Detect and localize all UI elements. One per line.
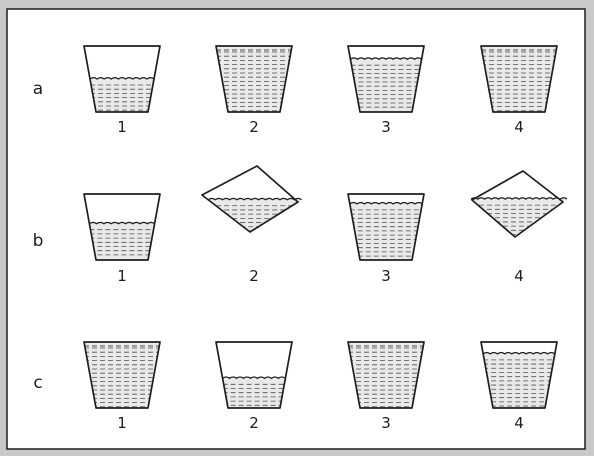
cup-number-b3: 3: [381, 267, 391, 285]
row-label-a: a: [33, 79, 43, 99]
cup-number-b2: 2: [249, 267, 259, 285]
row-label-b: b: [33, 231, 44, 251]
liquid: [223, 378, 286, 408]
cup-number-a2: 2: [249, 118, 259, 136]
cup-number-b4: 4: [514, 267, 524, 285]
cup-number-c2: 2: [249, 414, 259, 432]
cup-number-c1: 1: [117, 414, 127, 432]
liquid: [350, 59, 421, 112]
row-label-c: c: [33, 373, 42, 393]
cup-number-c4: 4: [514, 414, 524, 432]
cup-number-a4: 4: [514, 118, 524, 136]
cup-number-c3: 3: [381, 414, 391, 432]
liquid: [90, 79, 154, 112]
cup-number-a3: 3: [381, 118, 391, 136]
cup-number-a1: 1: [117, 118, 127, 136]
cup-number-b1: 1: [117, 267, 127, 285]
